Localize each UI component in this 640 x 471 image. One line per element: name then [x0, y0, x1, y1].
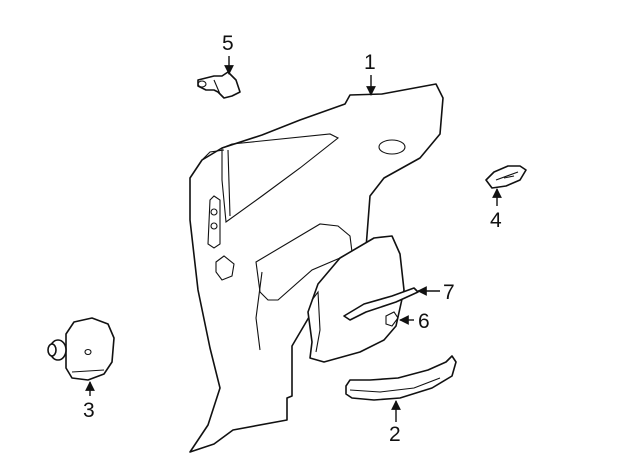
- callout-5: 5: [222, 32, 234, 55]
- callout-2: 2: [389, 423, 401, 446]
- lamp-cover: [47, 317, 115, 381]
- callout-6: 6: [418, 310, 430, 333]
- oval-cap: [485, 165, 527, 189]
- callout-4: 4: [490, 209, 502, 232]
- coat-hook: [197, 71, 241, 99]
- callout-1: 1: [364, 51, 376, 74]
- access-panel: [307, 235, 419, 363]
- sill-plate: [345, 355, 457, 401]
- callout-3: 3: [83, 399, 95, 422]
- callout-7: 7: [443, 281, 455, 304]
